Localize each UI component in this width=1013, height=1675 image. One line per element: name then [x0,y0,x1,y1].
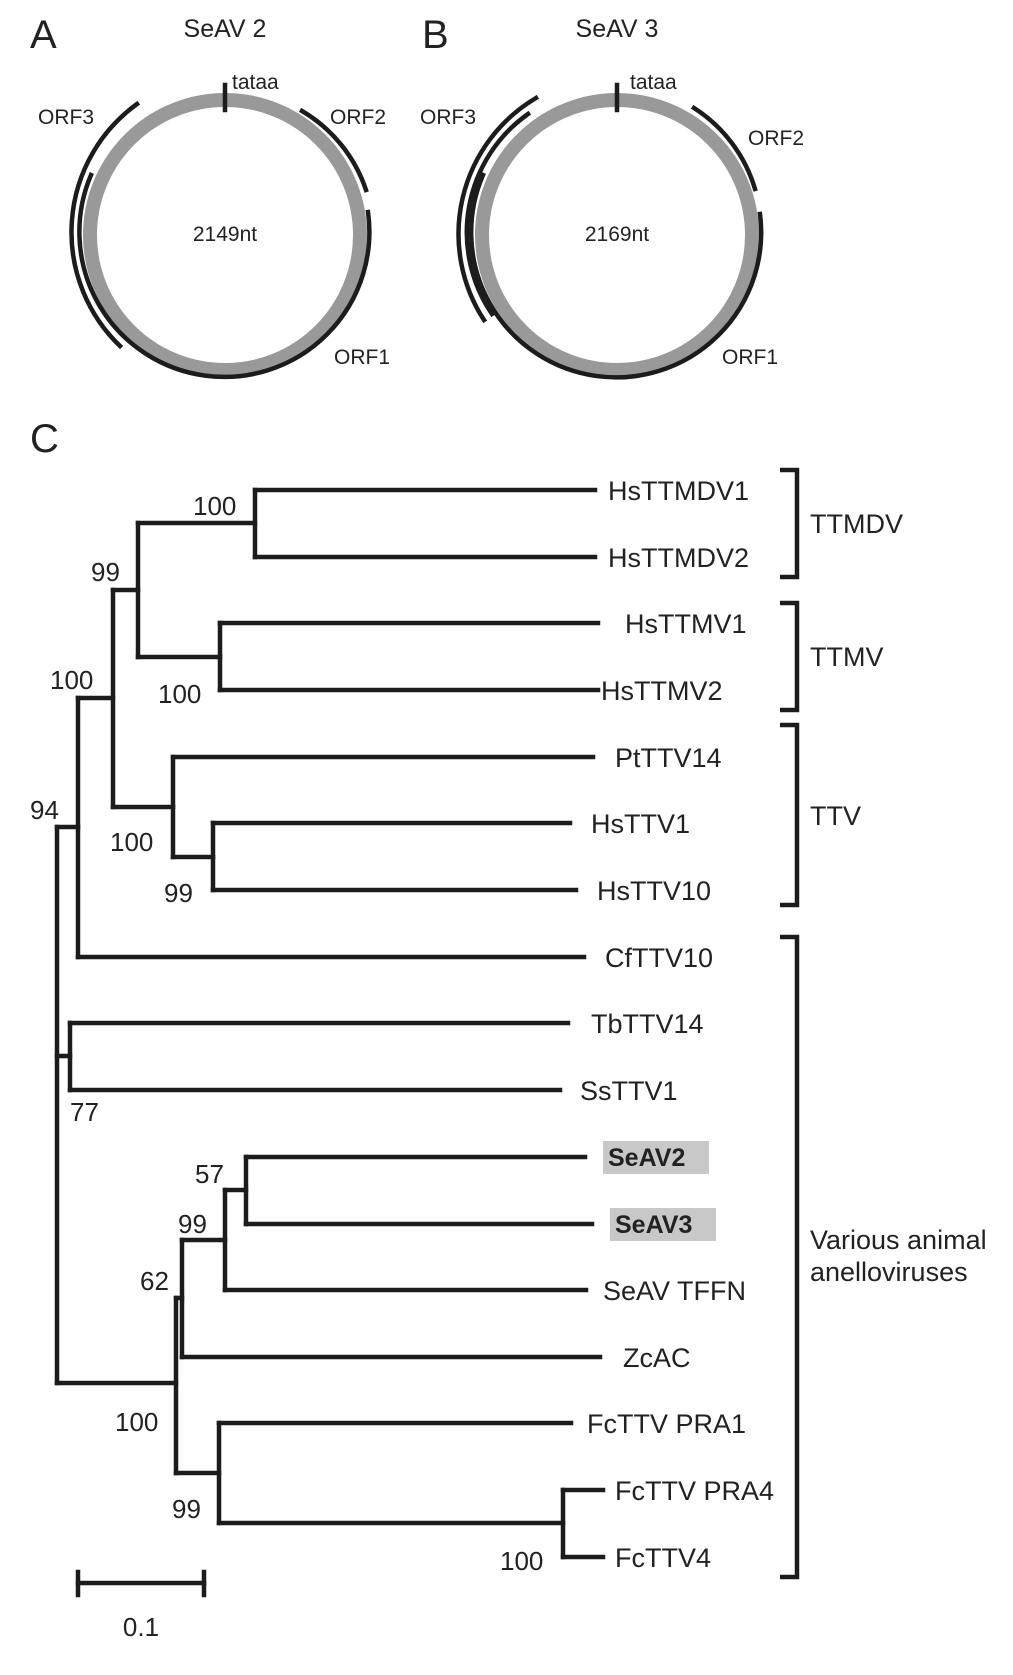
orf1-arc-a [77,172,372,380]
tip-label-hsttmv1: HsTTMV1 [625,609,747,639]
clade-label-ttmv: TTMV [810,642,884,672]
tip-label-hsttv10: HsTTV10 [597,876,711,906]
tip-label-fcttvpra4: FcTTV PRA4 [615,1476,774,1506]
bootstrap-label: 94 [30,795,59,825]
tip-label-zcac: ZcAC [623,1343,691,1373]
tip-label-ssttv1: SsTTV1 [580,1076,678,1106]
orf2-label-b: ORF2 [748,127,804,150]
clade-bracket-animal [780,934,800,1580]
bootstrap-label: 62 [140,1266,169,1296]
clade-label-ttmdv: TTMDV [810,509,903,539]
bootstrap-label: 100 [115,1407,158,1437]
orf2-arc-b [690,104,758,192]
orf1-label-a: ORF1 [334,346,390,369]
bootstrap-label: 100 [158,679,201,709]
tip-label-fcttvpra1: FcTTV PRA1 [587,1409,746,1439]
orf1-arc-b [468,172,764,380]
bootstrap-label: 99 [178,1209,207,1239]
bootstrap-label: 77 [70,1097,99,1127]
bootstrap-label: 100 [500,1546,543,1576]
tip-label-hsttmv2: HsTTMV2 [601,676,723,706]
orf3-label-b: ORF3 [420,106,476,129]
tataa-label-b: tataa [630,71,677,94]
tip-label-tbttv14: TbTTV14 [591,1009,704,1039]
genome-length-b: 2169nt [585,223,649,246]
scale-bar: 0.1 [75,1569,207,1642]
clade-label-animal-1: Various animal [810,1225,987,1255]
clade-label-animal-2: anelloviruses [810,1257,968,1287]
orf3-label-a: ORF3 [38,106,94,129]
map-title-b: SeAV 3 [576,15,659,43]
panel-letter-c: C [30,417,59,461]
bootstrap-label: 99 [164,878,193,908]
highlight-box-seav3 [610,1208,716,1241]
tip-label-seavtffn: SeAV TFFN [603,1276,746,1306]
orf3-arc-b-inner [464,110,532,318]
orf1-label-b: ORF1 [722,346,778,369]
bootstrap-label: 100 [110,827,153,857]
bootstrap-label: 57 [195,1159,224,1189]
bootstrap-label: 100 [193,491,236,521]
tip-label-cfttv10: CfTTV10 [605,943,713,973]
clade-bracket-ttmdv [780,467,800,580]
clade-label-ttv: TTV [810,801,861,831]
scale-bar-label: 0.1 [123,1612,159,1642]
bootstrap-label: 100 [50,665,93,695]
panel-letter-b: B [422,13,449,57]
tip-label-ptttv14: PtTTV14 [615,743,722,773]
orf2-label-a: ORF2 [330,106,386,129]
tip-label-seav3: SeAV3 [615,1211,692,1239]
panel-letter-a: A [30,13,57,57]
genome-map-b: B SeAV 3 tataa ORF3 ORF2 ORF1 2169nt [420,13,804,380]
bootstrap-label: 99 [172,1494,201,1524]
bootstrap-label: 99 [91,557,120,587]
tip-label-fcttv4: FcTTV4 [615,1543,711,1573]
tip-label-seav2: SeAV2 [608,1144,685,1172]
genome-length-a: 2149nt [193,223,257,246]
orf3-arc-b-outer [456,94,540,324]
tip-label-hsttmdv2: HsTTMDV2 [608,543,749,573]
genome-map-a: A SeAV 2 tataa ORF3 ORF2 ORF1 2149nt [30,13,390,380]
phylogenetic-tree: HsTTMDV1 HsTTMDV2 HsTTMV1 HsTTMV2 PtTTV1… [30,467,987,1642]
tataa-label-a: tataa [232,71,279,94]
map-title-a: SeAV 2 [184,15,267,43]
orf3-arc-a [69,100,141,350]
clade-bracket-ttmv [780,600,800,713]
clade-bracket-ttv [780,722,800,908]
highlight-box-seav2 [603,1141,709,1174]
tip-label-hsttv1: HsTTV1 [591,809,690,839]
tip-label-hsttmdv1: HsTTMDV1 [608,476,749,506]
orf2-arc-a [298,107,369,193]
